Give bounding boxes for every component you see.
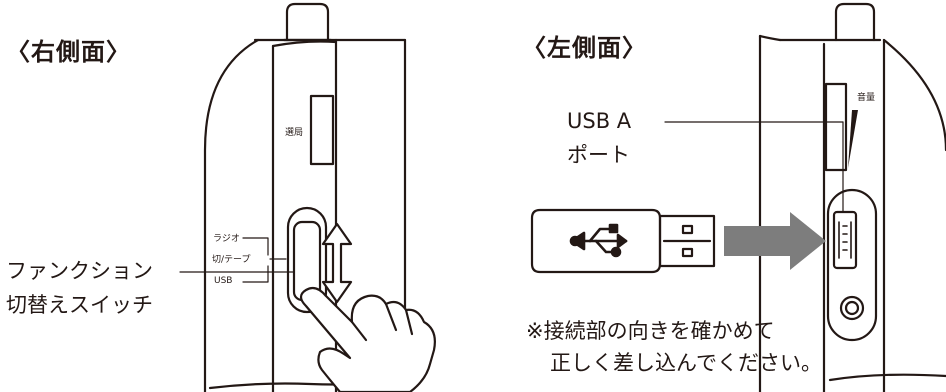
right-side-title: 〈右側面〉 [6, 38, 131, 66]
callout-function-switch-line2: 切替えスイッチ [6, 293, 153, 317]
volume-wedge-icon [848, 110, 858, 168]
callout-usb-port-line2: ポート [567, 143, 630, 167]
left-side-device [758, 2, 946, 392]
switch-position-lines [242, 237, 287, 283]
top-knob-right [285, 2, 330, 42]
left-side-title: 〈左側面〉 [522, 34, 647, 62]
usb-port-socket [832, 210, 858, 270]
switch-position-off-tape: 切/テープ [212, 255, 251, 265]
double-arrow-icon [321, 222, 353, 304]
channel-dial [309, 94, 335, 166]
usb-port-housing [826, 188, 878, 342]
top-knob-left [834, 2, 876, 42]
volume-label: 音量 [857, 93, 876, 103]
hand-pointer-icon [299, 286, 436, 392]
channel-label: 選局 [285, 128, 304, 138]
right-arrow-icon [724, 212, 826, 270]
switch-position-radio: ラジオ [213, 234, 240, 244]
callout-usb-port-line1: USB A [567, 109, 632, 133]
usb-plug [530, 208, 716, 274]
usb-symbol-icon [569, 223, 628, 258]
callout-function-switch-line1: ファンクション [6, 259, 153, 283]
switch-position-usb: USB [214, 276, 233, 286]
earphone-jack [839, 295, 865, 321]
note-line2: 正しく差し込んでください。 [550, 351, 822, 375]
function-switch-housing [286, 206, 328, 314]
volume-dial [824, 82, 848, 172]
body-curve-left [203, 38, 260, 392]
note-line1: ※接続部の向きを確かめて [526, 319, 775, 343]
